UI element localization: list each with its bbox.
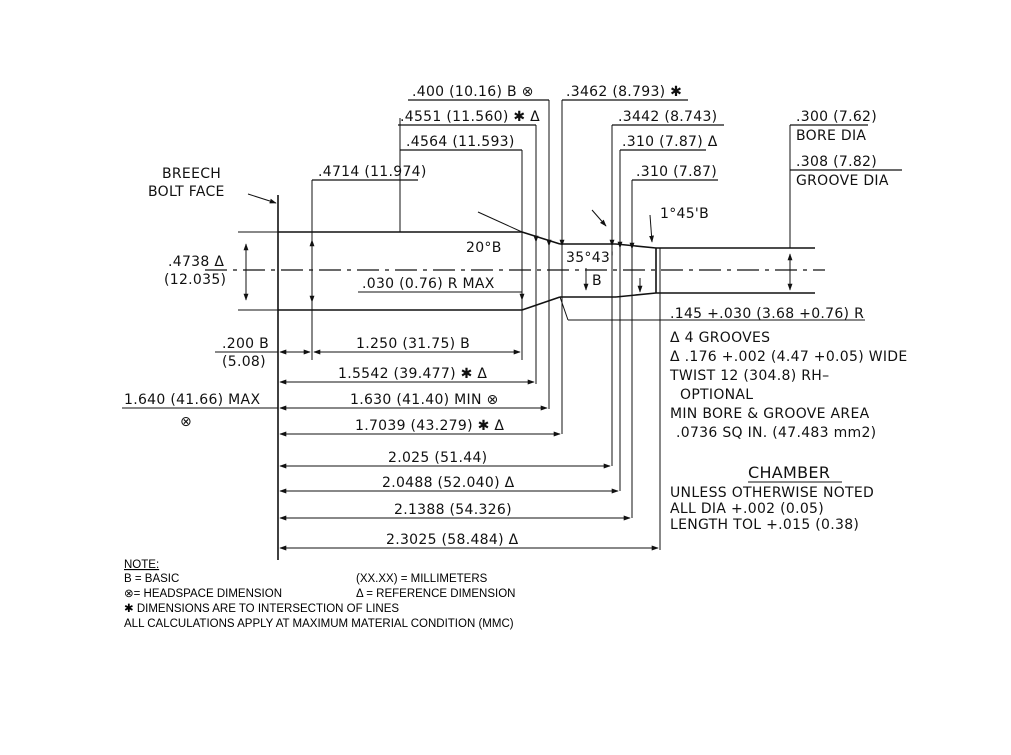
label-bore-value: .300 (7.62) xyxy=(796,109,877,125)
label-1630: 1.630 (41.40) MIN ⊗ xyxy=(350,392,499,408)
legend-notes: NOTE: B = BASIC (XX.XX) = MILLIMETERS ⊗=… xyxy=(124,559,515,630)
shoulder-lower xyxy=(521,296,561,311)
tol-dia: ALL DIA +.002 (0.05) xyxy=(670,501,824,517)
legend-mm: (XX.XX) = MILLIMETERS xyxy=(356,573,488,585)
label-310: .310 (7.87) xyxy=(636,164,717,180)
label-angle-20: 20°B xyxy=(466,240,502,256)
legend-intersection: ✱ DIMENSIONS ARE TO INTERSECTION OF LINE… xyxy=(124,603,399,615)
throat-lower xyxy=(615,292,657,298)
note-grooves: Δ 4 GROOVES xyxy=(670,330,770,346)
label-radius-145: .145 +.030 (3.68 +0.76) R xyxy=(670,306,864,322)
length-dimensions xyxy=(122,349,659,551)
label-breech: BREECH xyxy=(162,166,221,182)
label-groove-value: .308 (7.82) xyxy=(796,154,877,170)
dimension-labels: BREECH BOLT FACE .4714 (11.974) .4738 Δ … xyxy=(124,84,889,548)
label-2025: 2.025 (51.44) xyxy=(388,450,487,466)
label-4551: .4551 (11.560) ✱ Δ xyxy=(400,109,540,125)
label-angle-b: B xyxy=(592,273,602,289)
label-400: .400 (10.16) B ⊗ xyxy=(412,84,534,100)
diameter-arrows xyxy=(238,100,865,321)
chamber-title: CHAMBER xyxy=(748,463,830,482)
legend-headspace: ⊗= HEADSPACE DIMENSION xyxy=(124,588,282,600)
label-4738-mm: (12.035) xyxy=(164,272,226,288)
label-17039: 1.7039 (43.279) ✱ Δ xyxy=(355,418,504,434)
label-1640-headspace: ⊗ xyxy=(180,414,192,430)
note-twist: TWIST 12 (304.8) RH– xyxy=(669,368,829,384)
label-23025: 2.3025 (58.484) Δ xyxy=(386,532,519,548)
chamber-profile xyxy=(205,195,825,560)
label-bolt-face: BOLT FACE xyxy=(148,184,225,200)
label-4564: .4564 (11.593) xyxy=(406,134,515,150)
note-optional: OPTIONAL xyxy=(680,387,753,403)
label-angle-35: 35°43' xyxy=(566,250,614,266)
note-area-value: .0736 SQ IN. (47.483 mm2) xyxy=(676,425,876,441)
shoulder-upper xyxy=(521,231,561,245)
label-bore-dia: BORE DIA xyxy=(796,128,866,144)
label-underlines xyxy=(312,99,902,181)
label-1250: 1.250 (31.75) B xyxy=(356,336,470,352)
label-4714: .4714 (11.974) xyxy=(318,164,427,180)
legend-basic: B = BASIC xyxy=(124,573,179,585)
label-3462: .3462 (8.793) ✱ xyxy=(566,84,682,100)
label-200-mm: (5.08) xyxy=(222,354,266,370)
label-200: .200 B xyxy=(222,336,269,352)
groove-notes: Δ 4 GROOVES Δ .176 +.002 (4.47 +0.05) WI… xyxy=(669,330,908,441)
tol-length: LENGTH TOL +.015 (0.38) xyxy=(670,517,859,533)
label-1640: 1.640 (41.66) MAX xyxy=(124,392,260,408)
label-angle-145: 1°45'B xyxy=(660,206,709,222)
label-20488: 2.0488 (52.040) Δ xyxy=(382,475,515,491)
label-3442: .3442 (8.743) xyxy=(618,109,717,125)
tol-unless: UNLESS OTHERWISE NOTED xyxy=(670,485,874,501)
label-15542: 1.5542 (39.477) ✱ Δ xyxy=(338,366,487,382)
label-030-radius: .030 (0.76) R MAX xyxy=(362,276,495,292)
throat-upper xyxy=(615,243,657,249)
note-groove-width: Δ .176 +.002 (4.47 +0.05) WIDE xyxy=(670,349,908,365)
legend-mmc: ALL CALCULATIONS APPLY AT MAXIMUM MATERI… xyxy=(124,618,514,630)
label-310-ref: .310 (7.87) Δ xyxy=(622,134,718,150)
chamber-tolerance-notes: CHAMBER UNLESS OTHERWISE NOTED ALL DIA +… xyxy=(670,463,874,533)
label-groove-dia: GROOVE DIA xyxy=(796,173,889,189)
label-21388: 2.1388 (54.326) xyxy=(394,502,512,518)
legend-title: NOTE: xyxy=(124,559,159,571)
label-4738: .4738 Δ xyxy=(168,254,224,270)
legend-reference: Δ = REFERENCE DIMENSION xyxy=(356,588,515,600)
note-min-area: MIN BORE & GROOVE AREA xyxy=(670,406,870,422)
